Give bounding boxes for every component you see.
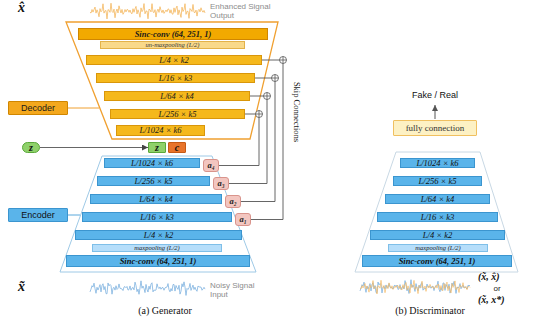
decoder-layer: L/4 × k2: [86, 55, 262, 65]
sum-symbol: [280, 57, 287, 64]
attention-gate: a₃: [213, 177, 229, 190]
node-text: L/4 × k2: [159, 56, 188, 65]
decoder-region: [66, 22, 278, 139]
sum-circle: [256, 111, 263, 118]
encoder-layer: L/4 × k2: [75, 230, 242, 240]
node-text: fully connection: [406, 124, 465, 133]
leader-line: [68, 215, 80, 216]
signal-symbol: x̃: [18, 279, 25, 295]
sum-cross: [264, 93, 271, 100]
node-text: un-maxpooling (L/2): [146, 42, 200, 49]
input-pair: (x̃, x̂): [478, 271, 500, 283]
section-tag: Decoder: [8, 101, 68, 115]
connection-label: Skip Connections: [291, 82, 301, 142]
pooling-layer: maxpooling (L/2): [388, 244, 488, 252]
encoder-layer: L/1024 × k6: [104, 158, 200, 168]
encoder-layer: L/4 × k2: [370, 230, 505, 240]
node-text: L/1024 × k6: [416, 159, 458, 168]
node-text: L/16 × k3: [421, 213, 455, 222]
conjunction: or: [493, 284, 500, 293]
sum-symbol: [272, 75, 279, 82]
signal-symbol: x̂: [18, 0, 25, 16]
node-text: a₂: [229, 197, 236, 206]
waveform: [360, 280, 470, 294]
latent-arrow: [40, 147, 148, 148]
signal-caption: Noisy Signal Input: [210, 281, 266, 299]
signal-caption: Enhanced Signal Output: [210, 2, 288, 20]
discriminator-region: [355, 152, 518, 272]
encoder-layer: L/1024 × k6: [400, 158, 475, 168]
node-text: L/16 × k3: [159, 74, 193, 83]
latent-input: z: [22, 142, 40, 153]
node-text: maxpooling (L/2): [134, 245, 179, 252]
decoder-layer: Sinc-conv (64, 251, 1): [78, 28, 268, 40]
decoder-layer: L/1024 × k6: [116, 125, 205, 136]
node-text: Decoder: [21, 104, 55, 113]
leader-line: [68, 108, 99, 109]
attention-gate: a₁: [235, 213, 251, 226]
node-text: z: [155, 143, 159, 153]
decoder-layer: L/64 × k4: [104, 91, 250, 101]
waveform: [360, 280, 470, 294]
node-text: a₃: [217, 179, 224, 188]
node-text: maxpooling (L/2): [415, 245, 460, 252]
sum-cross: [280, 57, 287, 64]
sum-circle: [264, 93, 271, 100]
node-text: L/256 × k5: [419, 177, 457, 186]
encoder-layer: L/256 × k5: [97, 176, 210, 186]
input-pair: (x̃, x*): [478, 294, 505, 306]
sum-circle: [272, 75, 279, 82]
sum-cross: [272, 75, 279, 82]
output-arrow: [435, 105, 436, 119]
node-text: L/256 × k5: [135, 177, 173, 186]
decoder-layer: L/16 × k3: [96, 73, 255, 83]
subfigure-caption: (b) Discriminator: [395, 305, 465, 317]
attention-gate: a₂: [225, 195, 241, 208]
waveform: [90, 281, 205, 296]
node-text: c: [175, 143, 179, 153]
node-text: a₁: [239, 215, 246, 224]
node-text: Sinc-conv (64, 251, 1): [135, 30, 212, 39]
node-text: L/256 × k5: [159, 110, 197, 119]
node-text: L/1024 × k6: [139, 126, 181, 135]
node-text: a₄: [207, 161, 214, 170]
latent-vector: z: [148, 142, 166, 153]
node-text: L/64 × k4: [160, 92, 194, 101]
attention-gate: a₄: [203, 159, 219, 172]
node-text: L/4 × k2: [423, 231, 452, 240]
node-text: L/4 × k2: [144, 231, 173, 240]
sum-cross: [256, 111, 263, 118]
node-text: L/64 × k4: [421, 195, 455, 204]
encoder-region: [60, 156, 256, 272]
decoder-layer: L/256 × k5: [110, 109, 245, 119]
node-text: Encoder: [21, 211, 55, 220]
encoder-layer: L/16 × k3: [377, 212, 498, 222]
node-text: L/16 × k3: [140, 213, 174, 222]
sum-symbol: [264, 93, 271, 100]
node-text: z: [29, 143, 33, 153]
waveform: [90, 3, 205, 19]
sum-symbol: [256, 111, 263, 118]
encoder-layer: L/64 × k4: [90, 194, 222, 204]
unpooling-layer: un-maxpooling (L/2): [100, 41, 245, 49]
encoder-layer: Sinc-conv (64, 251, 1): [66, 255, 250, 267]
encoder-layer: L/16 × k3: [82, 212, 232, 222]
encoder-layer: L/256 × k5: [393, 176, 482, 186]
subfigure-caption: (a) Generator: [138, 305, 192, 317]
pooling-layer: maxpooling (L/2): [92, 244, 222, 252]
section-tag: Encoder: [8, 208, 68, 222]
node-text: Sinc-conv (64, 251, 1): [120, 257, 197, 266]
output-label: Fake / Real: [412, 90, 458, 100]
encoder-layer: Sinc-conv (64, 251, 1): [362, 255, 512, 267]
context-vector: c: [168, 142, 186, 153]
encoder-layer: L/64 × k4: [385, 194, 490, 204]
dense-layer: fully connection: [393, 120, 477, 136]
node-text: L/64 × k4: [139, 195, 173, 204]
node-text: L/1024 × k6: [131, 159, 173, 168]
sum-circle: [280, 57, 287, 64]
node-text: Sinc-conv (64, 251, 1): [399, 257, 476, 266]
skip-connection: [219, 114, 259, 166]
